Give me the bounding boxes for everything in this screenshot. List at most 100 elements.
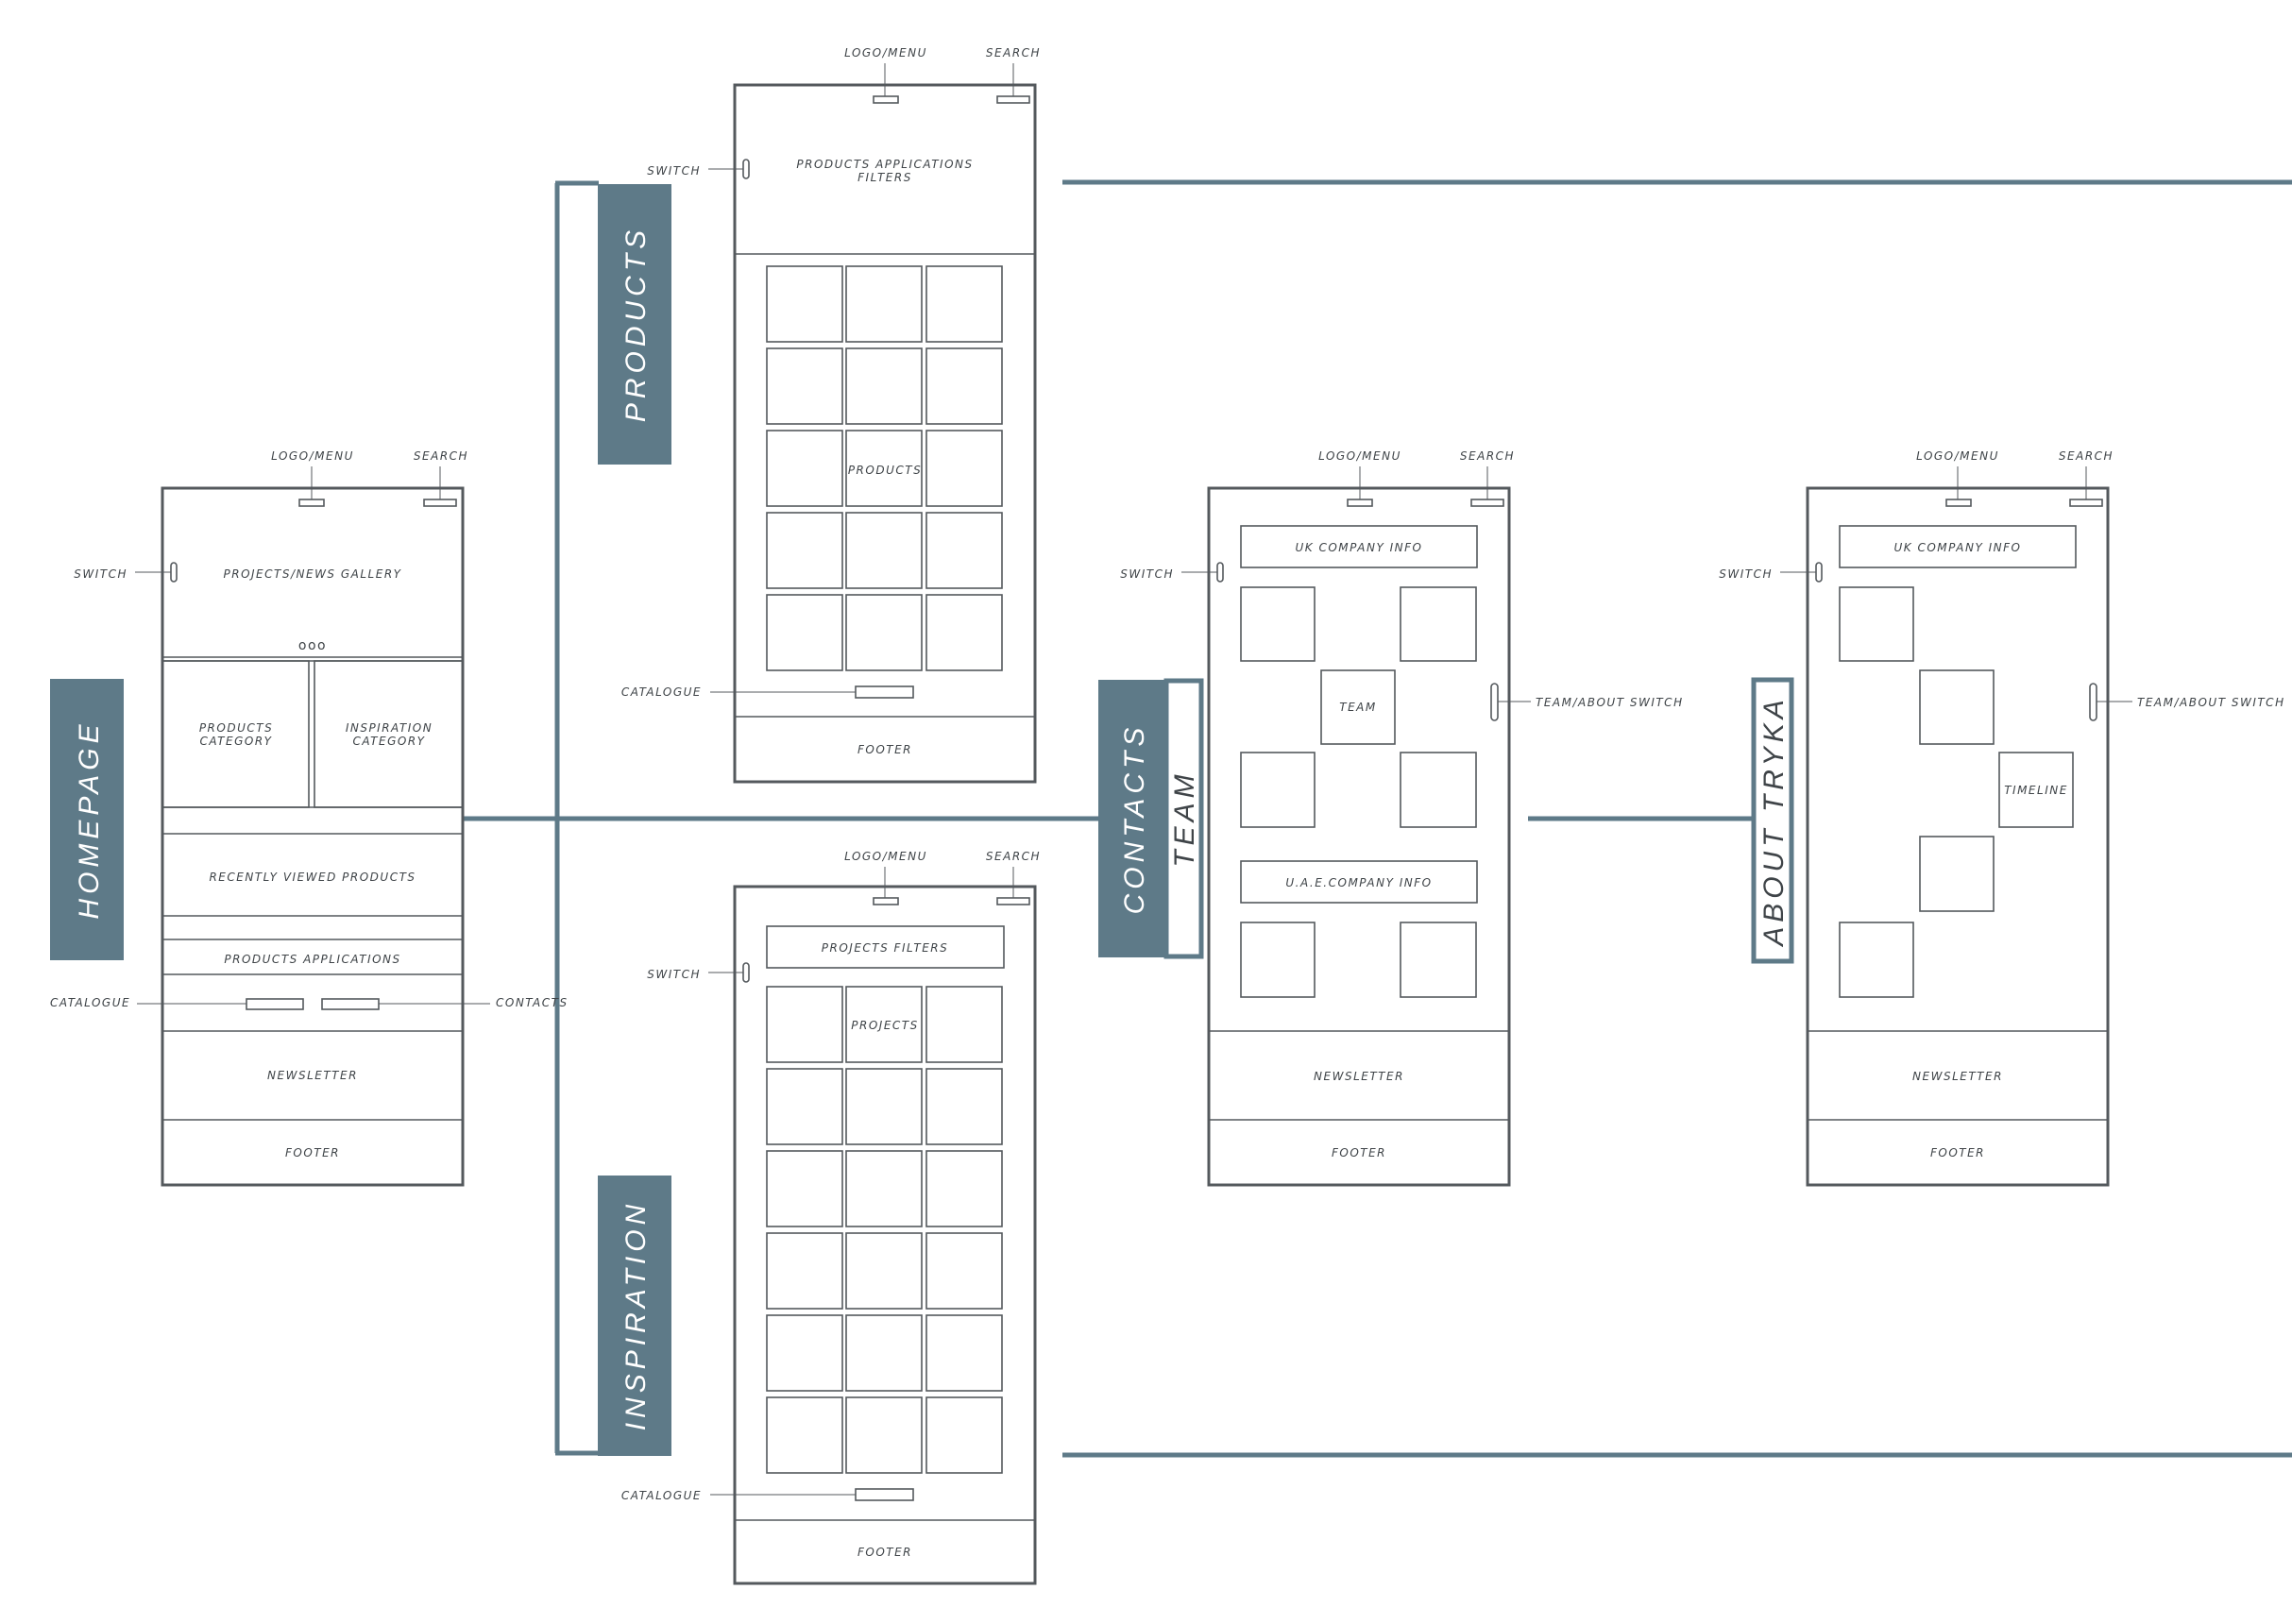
team-member-card[interactable] <box>1240 586 1316 662</box>
product-tile[interactable] <box>925 430 1003 507</box>
footer-label: FOOTER <box>1332 1146 1386 1159</box>
uk-company-info-bar[interactable] <box>1240 525 1478 568</box>
product-tile[interactable] <box>766 512 843 589</box>
callout-contacts: CONTACTS <box>496 996 569 1009</box>
office-card[interactable] <box>1400 922 1477 998</box>
section-band-contacts[interactable]: CONTACTS TEAM <box>1098 678 1204 959</box>
product-tile[interactable] <box>766 347 843 425</box>
section-title-team: TEAM <box>1169 770 1200 867</box>
project-tile[interactable] <box>845 1396 923 1474</box>
product-tile[interactable] <box>925 347 1003 425</box>
wireframe-contacts: UK COMPANY INFO TEAM U.A.E.COMPANY INFO … <box>1120 449 1684 1187</box>
section-band-about[interactable]: ABOUT TRYKA <box>1751 677 1794 964</box>
product-tile[interactable] <box>925 594 1003 671</box>
team-member-card[interactable] <box>1400 752 1477 828</box>
connectors <box>463 179 2292 1458</box>
project-tile[interactable] <box>925 1068 1003 1145</box>
team-label: TEAM <box>1339 701 1376 714</box>
project-tile[interactable] <box>766 1396 843 1474</box>
callout-team-about-switch: TEAM/ABOUT SWITCH <box>1536 696 1684 709</box>
products-applications-label: PRODUCTS APPLICATIONS <box>224 953 400 966</box>
section-band-inspiration[interactable]: INSPIRATION <box>598 1176 671 1456</box>
project-tile[interactable] <box>925 1150 1003 1227</box>
office-card[interactable] <box>1240 922 1316 998</box>
project-tile[interactable] <box>845 1068 923 1145</box>
timeline-card[interactable] <box>1919 836 1995 912</box>
timeline-card[interactable] <box>1919 669 1995 745</box>
callout-logo-menu: LOGO/MENU <box>844 850 927 863</box>
callout-catalogue: CATALOGUE <box>621 1489 702 1502</box>
timeline-card[interactable] <box>1998 752 2074 828</box>
callout-team-about-switch: TEAM/ABOUT SWITCH <box>2137 696 2285 709</box>
section-band-homepage[interactable]: HOMEPAGE <box>50 679 124 960</box>
footer-label: FOOTER <box>857 1546 912 1559</box>
phone-frame <box>1207 486 1511 1187</box>
logo-menu-button[interactable] <box>873 95 899 104</box>
filters-label-2: FILTERS <box>857 171 912 184</box>
logo-menu-button[interactable] <box>1945 499 1972 507</box>
product-tile[interactable] <box>925 512 1003 589</box>
project-tile[interactable] <box>766 986 843 1063</box>
callout-search: SEARCH <box>1460 449 1515 463</box>
project-tile[interactable] <box>925 986 1003 1063</box>
product-tile[interactable] <box>766 265 843 343</box>
timeline-card[interactable] <box>1839 586 1914 662</box>
section-band-team[interactable] <box>1163 678 1204 959</box>
project-tile[interactable] <box>845 1314 923 1392</box>
callout-switch: SWITCH <box>1120 567 1174 581</box>
project-tile[interactable] <box>766 1232 843 1310</box>
gallery-dots[interactable]: ooo <box>298 638 327 653</box>
footer-label: FOOTER <box>857 743 912 756</box>
product-tile[interactable] <box>845 430 923 507</box>
team-member-card[interactable] <box>1400 586 1477 662</box>
timeline-card[interactable] <box>1839 922 1914 998</box>
uk-company-info-label: UK COMPANY INFO <box>1296 541 1423 554</box>
product-tile[interactable] <box>845 347 923 425</box>
newsletter-label: NEWSLETTER <box>1912 1070 2003 1083</box>
callout-switch: SWITCH <box>647 164 701 178</box>
callout-catalogue: CATALOGUE <box>621 685 702 699</box>
uk-company-info-bar[interactable] <box>1839 525 2077 568</box>
callout-switch: SWITCH <box>74 567 127 581</box>
project-tile[interactable] <box>845 1232 923 1310</box>
phone-frame <box>733 83 1037 784</box>
product-tile[interactable] <box>845 512 923 589</box>
project-tile[interactable] <box>925 1232 1003 1310</box>
callout-logo-menu: LOGO/MENU <box>1916 449 1999 463</box>
callout-catalogue: CATALOGUE <box>50 996 130 1009</box>
project-tile[interactable] <box>845 986 923 1063</box>
product-tile[interactable] <box>925 265 1003 343</box>
projects-filters-bar[interactable] <box>766 925 1005 969</box>
project-tile[interactable] <box>766 1150 843 1227</box>
project-tile[interactable] <box>766 1068 843 1145</box>
section-title-homepage: HOMEPAGE <box>74 719 105 919</box>
product-tile[interactable] <box>845 594 923 671</box>
phone-frame <box>161 486 465 1187</box>
product-tile[interactable] <box>766 594 843 671</box>
callout-search: SEARCH <box>414 449 468 463</box>
products-category-label-2: CATEGORY <box>199 735 272 748</box>
team-member-card[interactable] <box>1240 752 1316 828</box>
gallery-label: PROJECTS/NEWS GALLERY <box>224 567 402 581</box>
footer-label: FOOTER <box>285 1146 340 1159</box>
section-band-products[interactable]: PRODUCTS <box>598 184 671 465</box>
team-member-card[interactable] <box>1320 669 1396 745</box>
inspiration-category-label-2: CATEGORY <box>352 735 425 748</box>
logo-menu-button[interactable] <box>873 897 899 905</box>
product-tile[interactable] <box>845 265 923 343</box>
section-title-products: PRODUCTS <box>620 226 652 422</box>
project-tile[interactable] <box>925 1314 1003 1392</box>
section-title-inspiration: INSPIRATION <box>620 1200 652 1430</box>
uae-company-info-bar[interactable] <box>1240 860 1478 904</box>
uk-company-info-label: UK COMPANY INFO <box>1894 541 2022 554</box>
newsletter-label: NEWSLETTER <box>267 1069 358 1082</box>
grid-label-products: PRODUCTS <box>848 464 922 477</box>
project-grid <box>766 986 1003 1474</box>
project-tile[interactable] <box>766 1314 843 1392</box>
project-tile[interactable] <box>845 1150 923 1227</box>
projects-filters-label: PROJECTS FILTERS <box>822 941 948 955</box>
filters-label-1: PRODUCTS APPLICATIONS <box>796 158 973 171</box>
product-tile[interactable] <box>766 430 843 507</box>
project-tile[interactable] <box>925 1396 1003 1474</box>
